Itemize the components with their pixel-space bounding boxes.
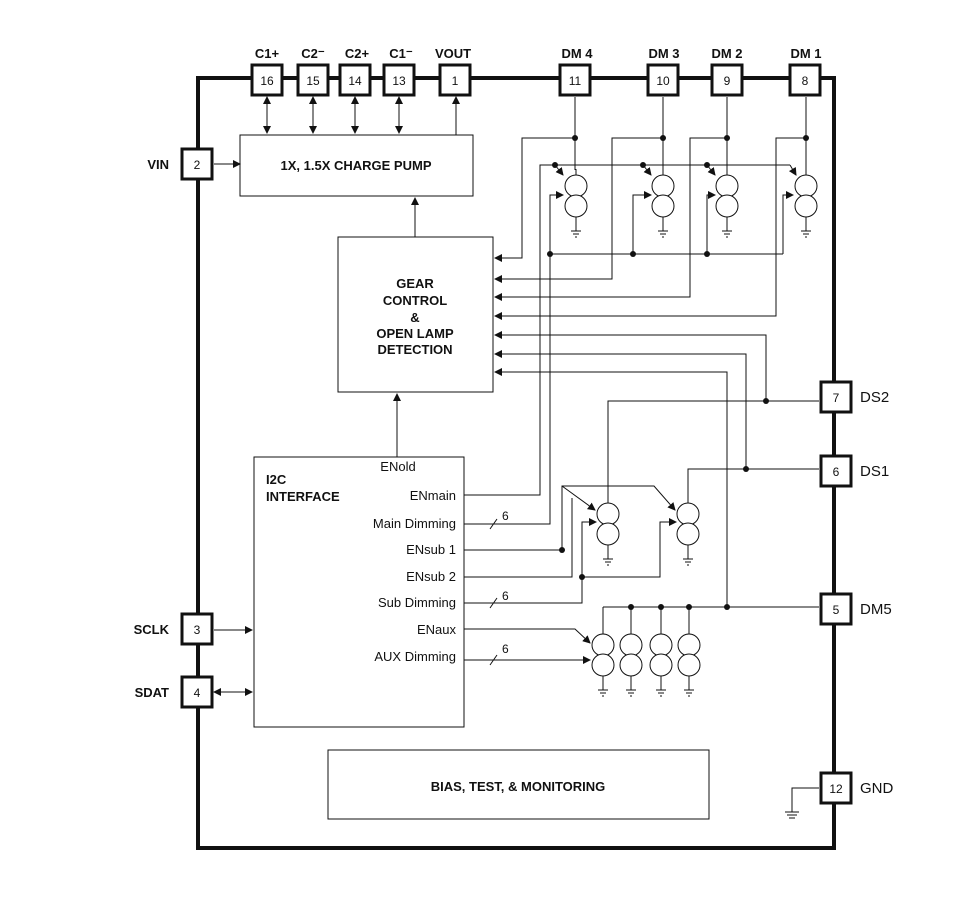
pin-ds2: 7 DS2 [819,380,889,414]
signal-sub-dimming: Sub Dimming [378,595,456,610]
signal-main-dimming: Main Dimming [373,516,456,531]
signal-enold: ENold [380,459,415,474]
bias-test-block: BIAS, TEST, & MONITORING [327,749,710,820]
current-source-aux-2 [619,627,643,697]
current-source-dm2 [715,168,739,238]
pin-number: 14 [348,74,362,88]
pin-number: 11 [569,74,582,88]
pin-label: DM 4 [561,46,593,61]
pin-vin: 2 VIN [147,147,214,181]
pin-number: 2 [194,158,201,172]
pin-number: 10 [656,74,670,88]
signal-enmain: ENmain [410,488,456,503]
junctions [547,135,809,610]
i2c-label-1: I2C [266,472,287,487]
gear-label-1: GEAR [396,276,434,291]
pin-c2-plus: 14 C2+ [338,46,372,97]
pin-label: C2⁻ [301,46,325,61]
current-source-dm4 [564,168,588,238]
signal-ensub2: ENsub 2 [406,569,456,584]
bus-width-aux: 6 [502,642,509,656]
current-source-dm3 [651,168,675,238]
current-source-aux-3 [649,627,673,697]
bus-width-sub: 6 [502,589,509,603]
pin-label: DM 2 [711,46,742,61]
pin-ds1: 6 DS1 [819,454,889,488]
current-source-dm1 [794,168,818,238]
pin-number: 3 [194,623,201,637]
current-source-aux-1 [591,627,615,697]
pin-number: 16 [260,74,274,88]
pin-c1-plus: 16 C1+ [250,46,284,97]
pin-label: C1⁻ [389,46,413,61]
pin-label: DS2 [860,389,889,406]
pin-label: DM 3 [648,46,679,61]
pin-label: SDAT [135,685,169,700]
gear-control-block: GEAR CONTROL & OPEN LAMP DETECTION [337,236,494,393]
pin-number: 9 [724,74,731,88]
pin-label: VOUT [435,46,471,61]
pin-c1-minus: 13 C1⁻ [382,46,416,97]
charge-pump-label: 1X, 1.5X CHARGE PUMP [281,158,432,173]
current-source-ds2 [596,496,620,566]
gear-label-3: & [410,310,419,325]
pin-dm1: 8 DM 1 [788,46,822,97]
bus-width-main: 6 [502,509,509,523]
pin-number: 7 [833,391,840,405]
pin-dm4: 11 DM 4 [558,46,593,97]
pin-label: DM5 [860,601,892,618]
pin-label: DS1 [860,463,889,480]
pin-dm2: 9 DM 2 [710,46,744,97]
pin-dm3: 10 DM 3 [646,46,680,97]
pin-dm5: 5 DM5 [819,592,892,626]
pin-number: 12 [829,782,843,796]
pin-sclk: 3 SCLK [134,612,214,646]
current-source-ds1 [676,496,700,566]
pin-number: 8 [802,74,809,88]
pin-sdat: 4 SDAT [135,675,214,709]
pin-number: 1 [452,74,459,88]
pin-number: 6 [833,465,840,479]
bias-label: BIAS, TEST, & MONITORING [431,779,606,794]
signal-ensub1: ENsub 1 [406,542,456,557]
pin-c2-minus: 15 C2⁻ [296,46,330,97]
current-source-aux-4 [677,627,701,697]
signal-aux-dimming: AUX Dimming [374,649,456,664]
gear-label-4: OPEN LAMP [376,326,454,341]
gear-label-5: DETECTION [377,342,452,357]
pin-number: 4 [194,686,201,700]
signal-enaux: ENaux [417,622,457,637]
gear-label-2: CONTROL [383,293,447,308]
pin-label: C1+ [255,46,280,61]
pin-number: 5 [833,603,840,617]
pin-label: C2+ [345,46,370,61]
pin-label: DM 1 [790,46,821,61]
pin-label: GND [860,780,894,797]
i2c-label-2: INTERFACE [266,489,340,504]
pin-gnd: 12 GND [819,771,894,805]
i2c-interface-block: I2C INTERFACE ENold ENmain Main Dimming … [253,456,465,728]
pin-number: 15 [306,74,320,88]
charge-pump-block: 1X, 1.5X CHARGE PUMP [239,134,474,197]
pin-label: SCLK [134,622,170,637]
pin-number: 13 [392,74,406,88]
pin-label: VIN [147,157,169,172]
pin-vout: 1 VOUT [435,46,472,97]
